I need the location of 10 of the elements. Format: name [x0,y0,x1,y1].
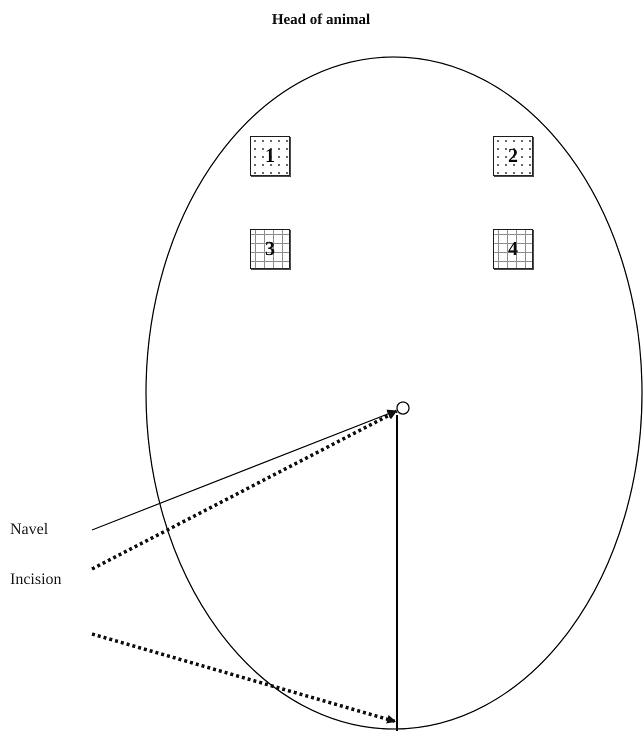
label-text: Incision [10,571,62,588]
numbered-square: 4 [493,229,533,269]
dotted-arrow [92,632,396,724]
diagram-title: Head of animal [272,12,370,29]
label-text: Navel [10,521,48,538]
numbered-square: 1 [250,136,290,176]
numbered-square: 3 [250,229,290,269]
numbered-square: 2 [493,136,533,176]
dotted-arrow [91,410,398,571]
arrow [92,410,397,531]
